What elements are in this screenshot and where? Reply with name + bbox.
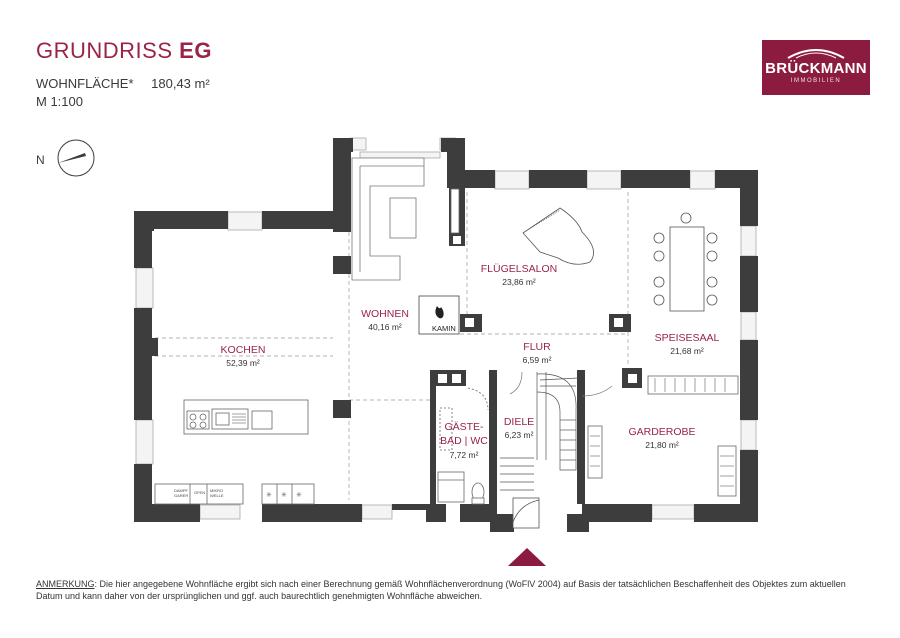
- company-logo: BRÜCKMANN IMMOBILIEN: [762, 40, 870, 95]
- area-line: WOHNFLÄCHE* 180,43 m²: [36, 76, 210, 91]
- room-gaeste-name2: BAD | WC: [440, 435, 488, 447]
- sofa-icon: [351, 157, 425, 281]
- staircase-icon: [500, 372, 579, 491]
- room-fluegelsalon-area: 23,86 m²: [502, 277, 536, 287]
- grand-piano-icon: [522, 207, 594, 265]
- logo-sub: IMMOBILIEN: [790, 78, 842, 84]
- door-swings: [509, 371, 613, 397]
- area-label: WOHNFLÄCHE*: [36, 76, 134, 91]
- room-speisesaal-area: 21,68 m²: [670, 346, 704, 356]
- svg-text:✳: ✳: [296, 491, 302, 499]
- room-diele-area: 6,23 m²: [505, 430, 534, 440]
- compass-letter: N: [36, 153, 45, 167]
- area-value: 180,43 m²: [151, 76, 210, 91]
- windows: [135, 137, 757, 520]
- svg-text:✳: ✳: [266, 491, 272, 499]
- floor-plan: N: [36, 137, 758, 566]
- mikrowelle-label2: WELLE: [210, 493, 224, 498]
- kitchen-counter: [154, 483, 315, 505]
- title-floor: EG: [179, 38, 212, 63]
- mikrowelle-label: MIKRO: [210, 488, 223, 493]
- kamin-label: KAMIN: [432, 324, 456, 333]
- guest-bath-fixtures: [437, 387, 489, 505]
- footnote-text: : Die hier angegebene Wohnfläche ergibt …: [36, 579, 846, 601]
- dampfgarer-label2: GARER: [174, 493, 188, 498]
- room-wohnen-area: 40,16 m²: [368, 322, 402, 332]
- entrance-arrow-icon: [508, 548, 546, 566]
- dining-table-icon: [653, 212, 718, 312]
- room-gaeste-name1: GÄSTE-: [444, 421, 484, 433]
- entrance-door: [512, 497, 540, 529]
- svg-text:✳: ✳: [281, 491, 287, 499]
- footnote: ANMERKUNG: Die hier angegebene Wohnfläch…: [36, 578, 866, 602]
- scale-label: M 1:100: [36, 94, 83, 109]
- logo-brand: BRÜCKMANN: [765, 60, 867, 77]
- room-diele-name: DIELE: [504, 416, 534, 428]
- footnote-label: ANMERKUNG: [36, 579, 95, 589]
- room-garderobe-area: 21,80 m²: [645, 440, 679, 450]
- room-fluegelsalon-name: FLÜGELSALON: [481, 263, 557, 275]
- ofen-label: OFEN: [194, 490, 205, 495]
- dampfgarer-label: DAMPF: [174, 488, 189, 493]
- compass-icon: N: [36, 139, 95, 177]
- wardrobe-icon: [450, 188, 739, 497]
- dashed-lines: [155, 192, 629, 500]
- fireplace-icon: KAMIN: [418, 295, 460, 335]
- room-garderobe-name: GARDEROBE: [628, 426, 695, 438]
- room-kochen-area: 52,39 m²: [226, 358, 260, 368]
- roof-icon: [787, 49, 845, 59]
- room-kochen-name: KOCHEN: [221, 344, 266, 356]
- title-main: GRUNDRISS: [36, 38, 173, 63]
- room-flur-area: 6,59 m²: [523, 355, 552, 365]
- room-wohnen-name: WOHNEN: [361, 308, 409, 320]
- room-gaeste-area: 7,72 m²: [450, 450, 479, 460]
- kitchen-island-icon: [183, 399, 309, 435]
- page-title: GRUNDRISS EG: [36, 38, 212, 64]
- room-speisesaal-name: SPEISESAAL: [655, 332, 720, 344]
- room-flur-name: FLUR: [523, 341, 551, 353]
